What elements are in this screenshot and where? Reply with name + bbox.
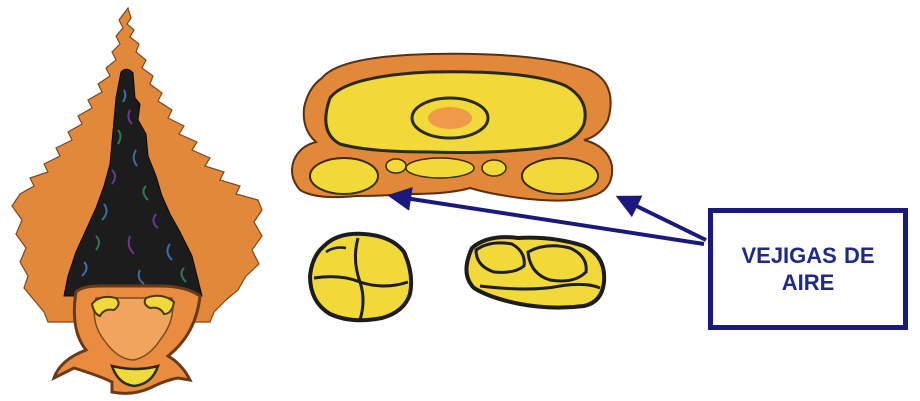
small-grain-left	[310, 234, 411, 321]
air-bladders-label-box: VEJIGAS DE AIRE	[708, 208, 908, 330]
pollen-cross-section	[292, 54, 612, 201]
small-grain-right	[466, 237, 604, 307]
nucleus-core	[428, 107, 472, 129]
air-sac-middle	[406, 158, 474, 178]
air-sac-small-right	[482, 160, 506, 176]
small-grain-right-lobe-left	[476, 243, 524, 273]
air-sac-left	[310, 158, 378, 194]
pollen-side-view	[12, 8, 262, 393]
air-sac-right	[522, 158, 598, 194]
air-bladders-label: VEJIGAS DE AIRE	[733, 242, 883, 296]
air-sac-small-left	[386, 159, 406, 173]
